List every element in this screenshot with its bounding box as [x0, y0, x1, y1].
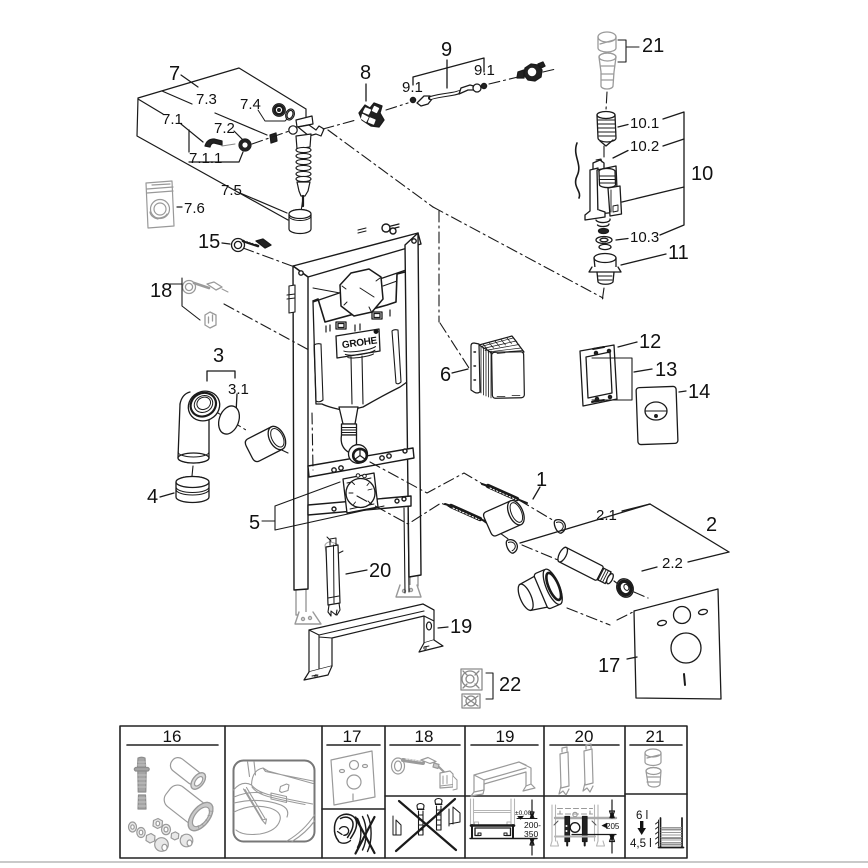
- svg-text:2: 2: [706, 514, 717, 536]
- svg-text:10.1: 10.1: [630, 115, 659, 132]
- svg-text:7.1.1: 7.1.1: [189, 150, 222, 167]
- svg-text:7.2: 7.2: [214, 120, 235, 137]
- svg-text:2.1: 2.1: [596, 507, 617, 524]
- svg-text:15: 15: [198, 231, 220, 253]
- svg-text:16: 16: [163, 727, 182, 746]
- svg-text:±0,00: ±0,00: [515, 810, 532, 817]
- svg-text:3: 3: [213, 345, 224, 367]
- svg-text:7.5: 7.5: [221, 182, 242, 199]
- svg-text:9: 9: [441, 39, 452, 61]
- svg-text:18: 18: [150, 280, 172, 302]
- svg-text:11: 11: [668, 242, 689, 264]
- svg-text:7.4: 7.4: [240, 96, 261, 113]
- svg-text:3.1: 3.1: [228, 381, 249, 398]
- svg-text:17: 17: [343, 727, 362, 746]
- svg-text:21: 21: [646, 727, 665, 746]
- svg-text:13: 13: [655, 359, 677, 381]
- svg-text:2.2: 2.2: [662, 555, 683, 572]
- svg-text:21: 21: [642, 35, 664, 57]
- svg-text:9.1: 9.1: [474, 62, 495, 79]
- svg-text:7.1: 7.1: [162, 111, 183, 128]
- svg-text:350: 350: [524, 829, 538, 839]
- svg-text:7.3: 7.3: [196, 91, 217, 108]
- svg-text:19: 19: [496, 727, 515, 746]
- svg-text:5: 5: [249, 512, 260, 534]
- svg-text:1: 1: [536, 469, 547, 491]
- svg-text:17: 17: [598, 655, 620, 677]
- svg-text:20: 20: [575, 727, 594, 746]
- svg-text:19: 19: [450, 616, 472, 638]
- svg-text:10.2: 10.2: [630, 138, 659, 155]
- svg-text:7.6: 7.6: [184, 200, 205, 217]
- svg-text:12: 12: [639, 331, 661, 353]
- svg-text:18: 18: [415, 727, 434, 746]
- svg-text:7: 7: [169, 63, 180, 85]
- svg-text:10: 10: [691, 163, 713, 185]
- svg-text:9.1: 9.1: [402, 79, 423, 96]
- svg-text:6 l: 6 l: [636, 810, 648, 822]
- svg-text:22: 22: [499, 674, 521, 696]
- svg-text:6: 6: [440, 364, 451, 386]
- svg-text:200-: 200-: [524, 820, 541, 830]
- svg-text:8: 8: [360, 62, 371, 84]
- svg-text:4,5 l: 4,5 l: [630, 838, 652, 850]
- svg-text:14: 14: [688, 381, 710, 403]
- svg-text:10.3: 10.3: [630, 229, 659, 246]
- svg-text:205: 205: [606, 822, 620, 831]
- svg-text:GROHE: GROHE: [341, 335, 378, 351]
- svg-text:4: 4: [147, 486, 158, 508]
- svg-text:20: 20: [369, 560, 391, 582]
